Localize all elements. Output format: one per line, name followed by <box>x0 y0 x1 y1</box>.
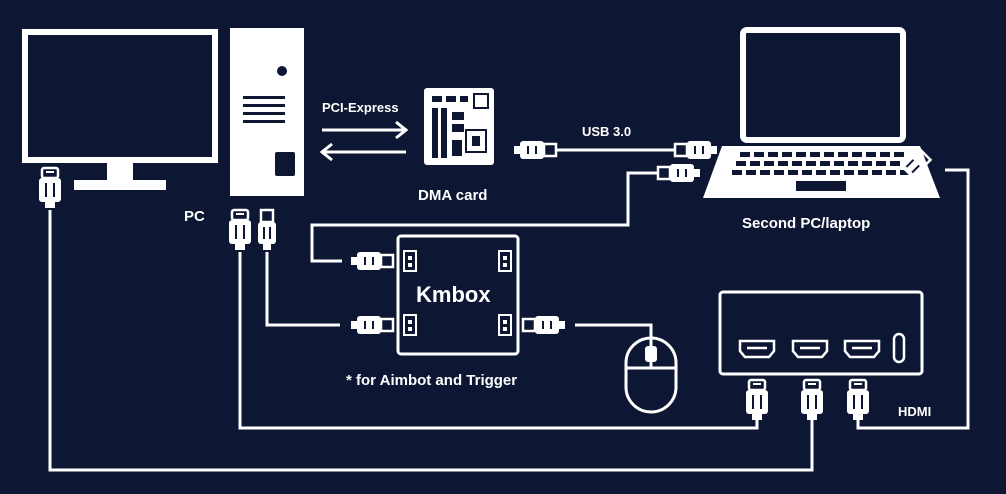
kmbox-port-icon <box>403 250 417 272</box>
hdmi-port-icon <box>791 339 829 359</box>
monitor <box>22 29 218 190</box>
laptop-hdmi-cable <box>856 168 970 430</box>
kmbox-port-icon <box>403 314 417 336</box>
monitor-hdmi-cable <box>48 210 814 472</box>
cables <box>48 148 970 472</box>
aimbot-note: * for Aimbot and Trigger <box>346 372 517 389</box>
hdmi-label: HDMI <box>898 404 931 419</box>
kmbox-port-icon <box>498 250 512 272</box>
hdmi-port-icon <box>738 339 776 359</box>
second-pc-label: Second PC/laptop <box>742 215 870 232</box>
kmbox-port-icon <box>498 314 512 336</box>
laptop-usb-plug-icon <box>656 162 702 184</box>
splitter-hdmi-plug-icon <box>799 378 825 422</box>
mouse-icon <box>624 336 678 414</box>
kmbox-label: Kmbox <box>416 282 491 307</box>
dma-card <box>424 88 494 165</box>
dma-card-label: DMA card <box>418 187 487 204</box>
splitter-hdmi-plug-icon <box>845 378 871 422</box>
pc-label: PC <box>184 208 205 225</box>
pc-usb-cable <box>265 252 340 327</box>
kmbox-mouse-plug-icon <box>521 314 567 336</box>
dma-usb-plug-icon <box>512 139 558 161</box>
monitor-hdmi-plug-icon <box>37 166 63 210</box>
laptop-usb3-plug-icon <box>673 139 719 161</box>
pci-express-label: PCI-Express <box>322 100 399 115</box>
kmbox <box>396 234 520 356</box>
pc-usb-plug-icon <box>256 208 278 252</box>
splitter-hdmi-plug-icon <box>744 378 770 422</box>
pc-hdmi-cable <box>238 252 759 430</box>
laptop-usb-cable <box>310 171 658 263</box>
laptop <box>703 27 940 198</box>
hdmi-splitter <box>718 290 924 376</box>
pc-tower <box>230 28 304 196</box>
pc-hdmi-plug-icon <box>227 208 253 252</box>
hdmi-port-icon <box>843 339 881 359</box>
laptop-hdmi-plug-icon <box>899 146 933 180</box>
pci-express-arrows-icon <box>319 120 409 162</box>
usb3-label: USB 3.0 <box>582 124 631 139</box>
kmbox-usb-plug-icon <box>349 314 395 336</box>
kmbox-usb-plug-icon <box>349 250 395 272</box>
